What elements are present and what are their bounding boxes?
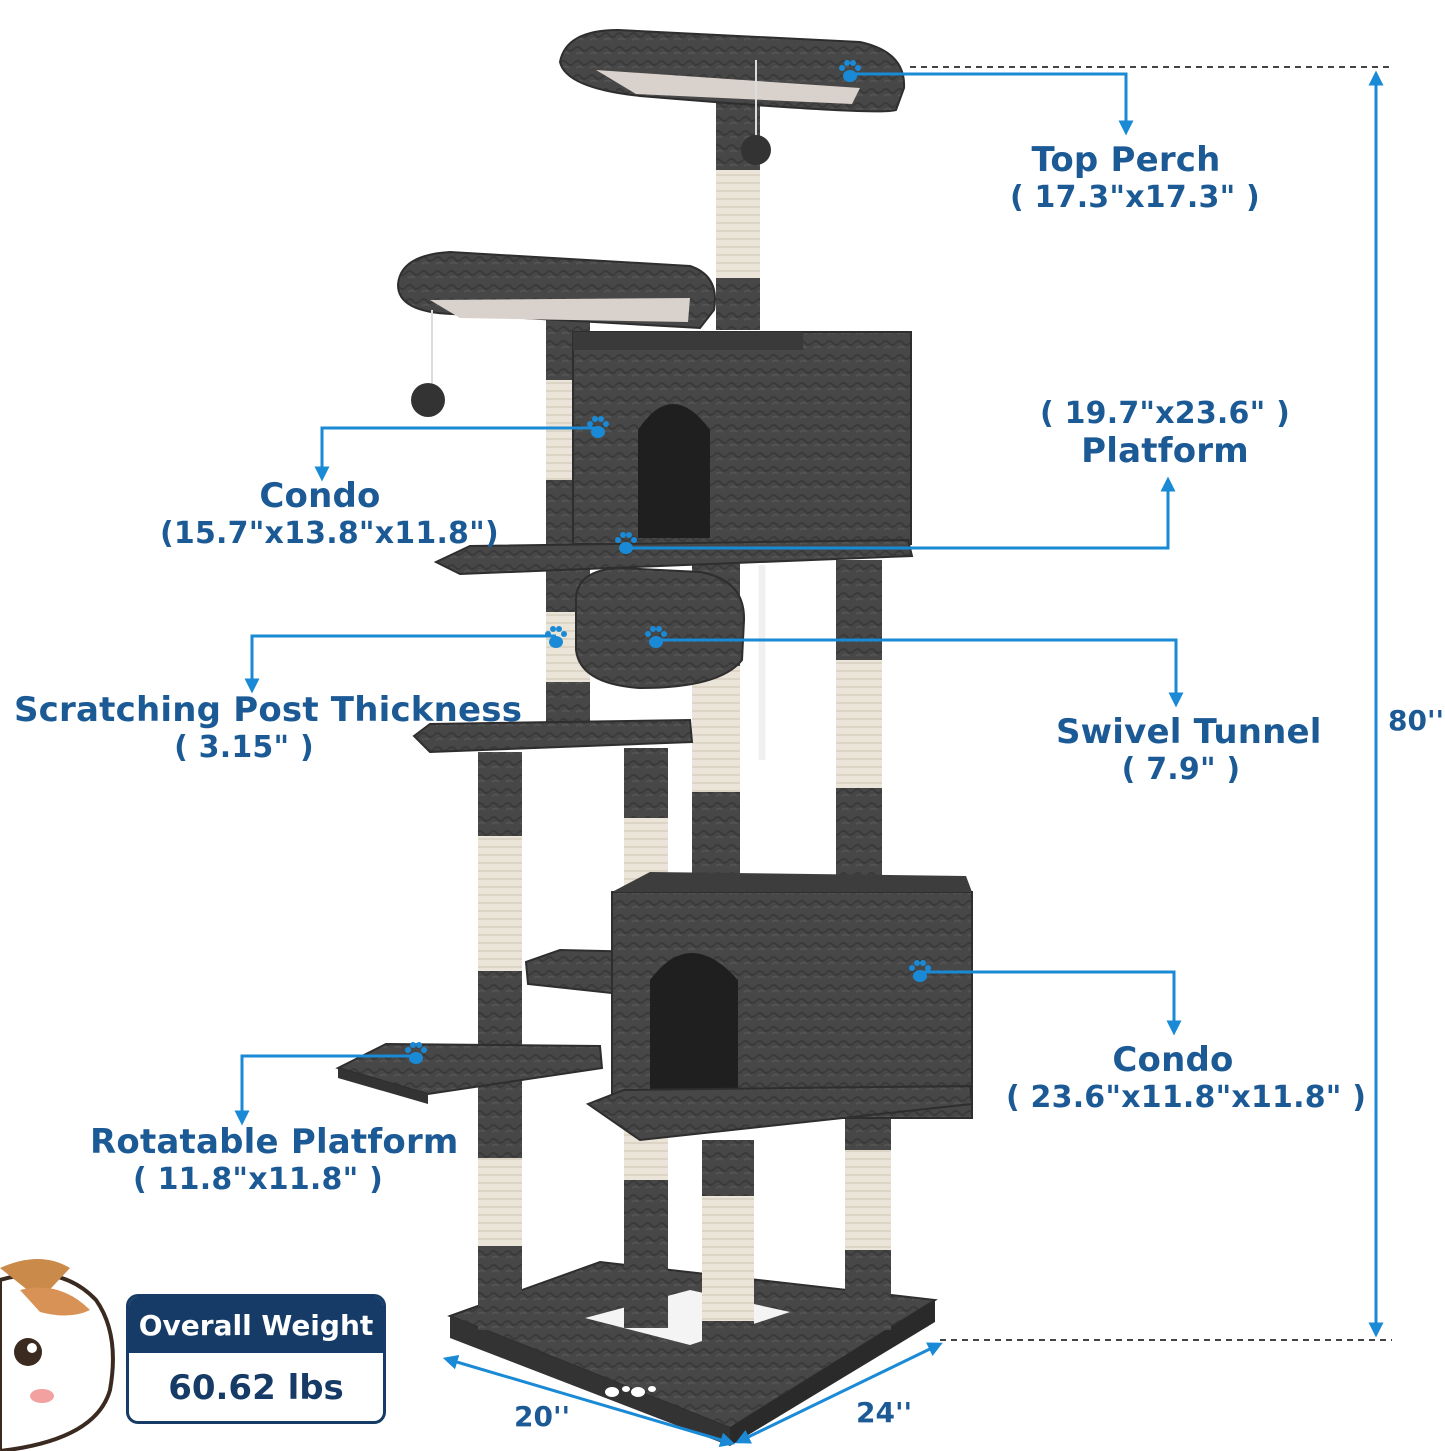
upper-condo-callout: Condo (15.7"x13.8"x11.8"): [160, 476, 499, 551]
scratching-post-dims: ( 3.15" ): [174, 730, 314, 765]
rotatable-platform: [335, 1042, 604, 1104]
height-dimension: 80'': [1388, 704, 1445, 737]
scratching-post-callout: Scratching Post Thickness ( 3.15" ): [14, 690, 523, 765]
paw-icon: [405, 60, 931, 1064]
overall-weight-badge: Overall Weight 60.62 lbs: [126, 1294, 386, 1424]
upper-condo-dims: (15.7"x13.8"x11.8"): [160, 516, 499, 551]
scratching-post-title: Scratching Post Thickness: [14, 690, 523, 730]
lower-condo-callout: Condo ( 23.6"x11.8"x11.8" ): [1006, 1040, 1367, 1115]
depth-dimension: 24'': [856, 1396, 913, 1429]
lower-condo-title: Condo: [1112, 1040, 1234, 1080]
top-perch-title: Top Perch: [1031, 140, 1221, 180]
overall-weight-value: 60.62 lbs: [168, 1368, 344, 1408]
rotatable-platform-dims: ( 11.8"x11.8" ): [133, 1162, 383, 1197]
platform-dims: ( 19.7"x23.6" ): [1040, 396, 1290, 431]
top-perch-callout: Top Perch ( 17.3"x17.3" ): [1010, 140, 1260, 215]
dimension-lines: [442, 66, 1392, 1448]
swivel-tunnel-dims: ( 7.9" ): [1121, 752, 1241, 787]
platform-callout: ( 19.7"x23.6" ) Platform: [1040, 396, 1290, 471]
rotatable-platform-title: Rotatable Platform: [90, 1122, 459, 1162]
swivel-tunnel-title: Swivel Tunnel: [1056, 712, 1322, 752]
top-perch: [558, 28, 906, 165]
rotatable-platform-callout: Rotatable Platform ( 11.8"x11.8" ): [90, 1122, 459, 1197]
lower-condo-dims: ( 23.6"x11.8"x11.8" ): [1006, 1080, 1367, 1115]
platform-title: Platform: [1081, 431, 1249, 471]
callout-lines: [234, 72, 1184, 1126]
upper-condo: [433, 331, 914, 576]
swivel-tunnel-callout: Swivel Tunnel ( 7.9" ): [1056, 712, 1322, 787]
overall-weight-title: Overall Weight: [129, 1297, 383, 1353]
middle-platform: [412, 718, 694, 754]
lower-condo: [585, 872, 974, 1142]
top-perch-dims: ( 17.3"x17.3" ): [1010, 180, 1260, 215]
width-dimension: 20'': [514, 1400, 571, 1433]
second-perch: [396, 250, 716, 417]
upper-condo-title: Condo: [259, 476, 381, 516]
cat-mascot-icon: [0, 1259, 115, 1451]
